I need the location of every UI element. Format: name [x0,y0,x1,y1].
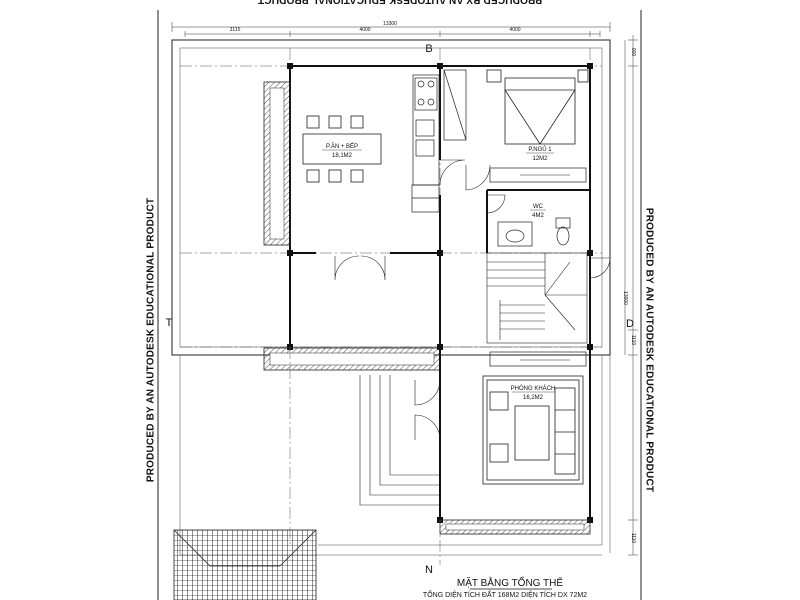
grid-axes [180,48,602,348]
doors [334,159,611,441]
living-block [439,347,591,520]
dim-top-seg-2: 4000 [359,27,370,33]
axis-top-label: B [425,43,432,55]
dim-top-seg-3: 4000 [509,27,520,33]
dim-right-seg-2: 1110 [630,335,636,346]
site-boundary-inner [179,47,603,348]
site-boundary-outer [171,39,611,356]
living-area: 16,2M2 [523,395,544,401]
living-name: PHÒNG KHÁCH [511,385,556,392]
axis-bottom-label: N [425,564,433,576]
kitchen-counter [411,74,440,213]
bedroom-name: P.NGỦ 1 [528,146,552,153]
bed [486,69,589,145]
drawing-title: MẶT BẰNG TỔNG THỂ [457,576,563,589]
dim-top-seg-1: 3115 [230,27,241,33]
bottom-right-dimension [628,355,638,556]
bedroom-area: 12M2 [532,156,548,162]
staircase [486,252,588,344]
wc-area: 4M2 [532,213,544,219]
lower-steps [359,370,441,520]
dim-right-bottom: 1110 [630,533,636,544]
lower-grid-axes [289,347,441,565]
dining-set [302,115,382,183]
living-cabinet [489,351,587,367]
bottom-strip-inner [445,523,585,531]
roof [173,529,317,600]
roof-ridges [173,529,317,567]
axis-left-label: T [166,317,173,329]
axis-right-label: D [626,318,634,330]
bedroom-cabinet [489,167,587,183]
right-dimension [624,35,638,356]
wc-name: WC [533,204,544,210]
kitchen-area: 18,1M2 [332,153,353,159]
wardrobe [443,69,467,141]
living-furniture [482,375,584,485]
kitchen-name: P.ĂN + BẾP [326,143,358,150]
dim-right-seg-1: 900 [630,48,636,57]
top-dimension [171,22,611,37]
dim-top-total: 13300 [383,21,397,27]
wc-fixtures [497,217,571,247]
dim-right-total: 13000 [622,291,628,305]
left-planter-inner [269,87,285,240]
balcony-strip-inner [269,352,435,366]
drawing-subtitle: TỔNG DIỆN TÍCH ĐẤT 168M2 DIỆN TÍCH DX 72… [423,589,587,599]
